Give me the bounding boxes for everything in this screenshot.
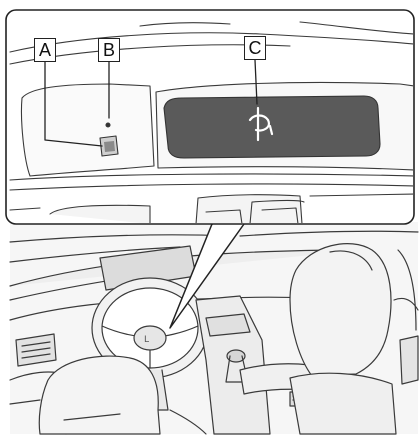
svg-text:L: L — [144, 335, 149, 345]
charging-pad — [164, 96, 380, 158]
callout-c-label: C — [244, 36, 266, 60]
callout-b-label: B — [98, 38, 120, 62]
callout-a-label: A — [34, 38, 56, 62]
operation-indicator-icon — [106, 123, 110, 127]
charger-switch-icon — [100, 136, 118, 156]
detail-inset — [6, 10, 414, 224]
